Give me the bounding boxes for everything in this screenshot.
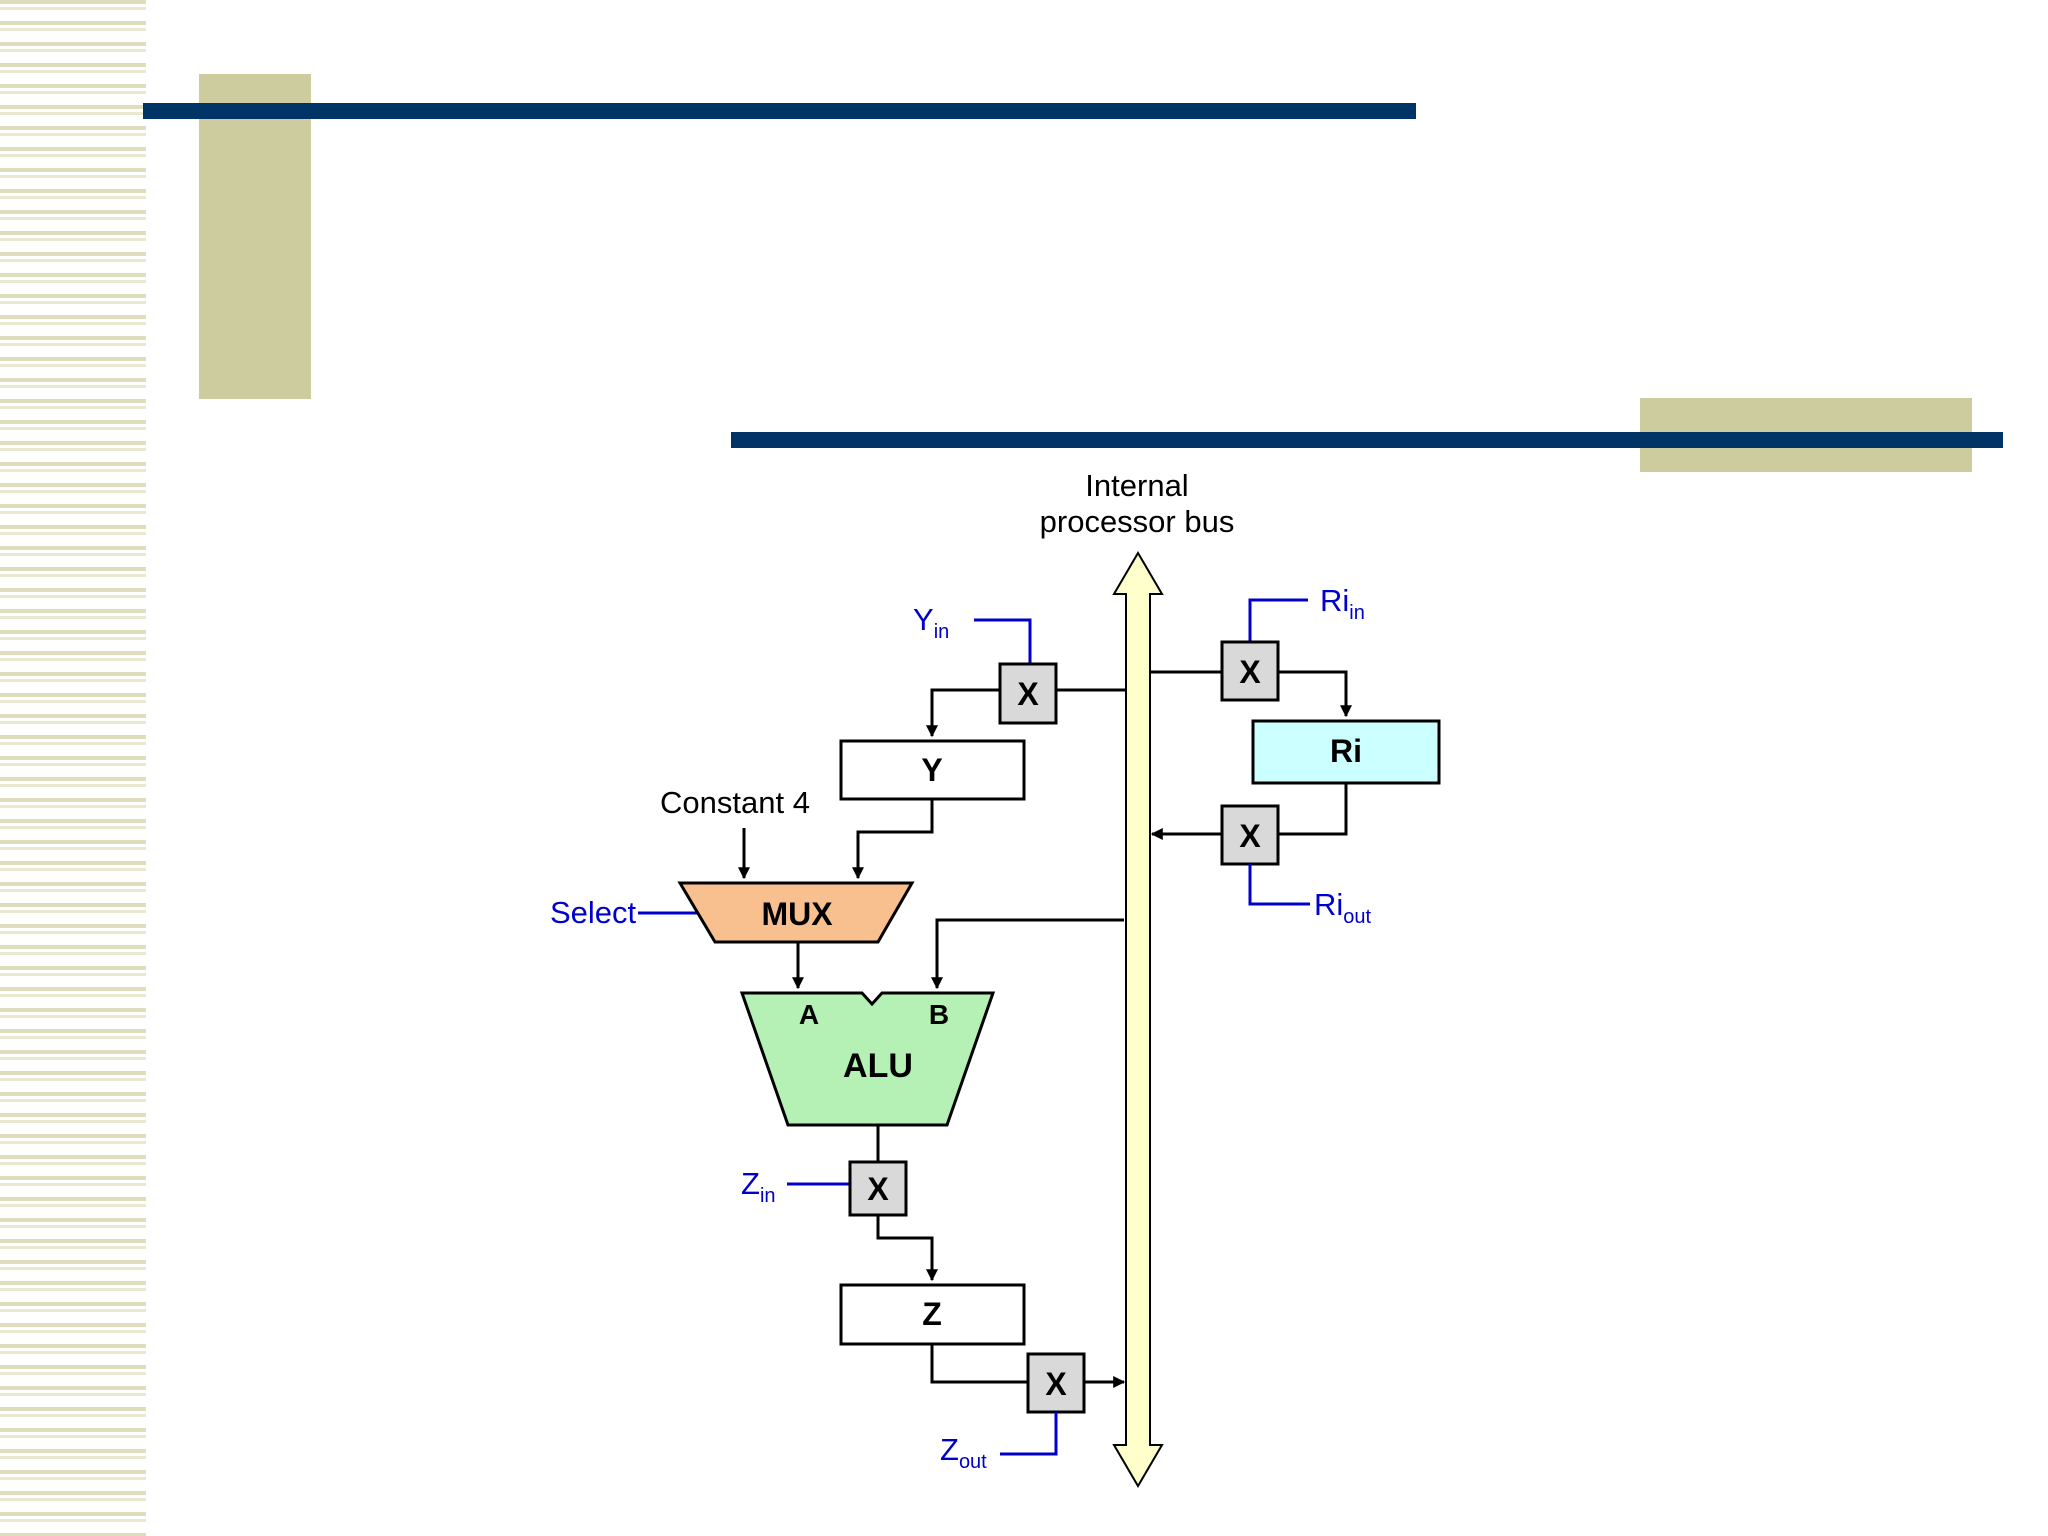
ri-out-gate-label: X: [1239, 818, 1261, 854]
alu-input-b-label: B: [929, 999, 949, 1030]
left-stripe-decoration: [0, 0, 146, 1536]
y-in-label: Yin: [913, 602, 949, 643]
alu-label: ALU: [843, 1047, 913, 1085]
register-ri-label: Ri: [1330, 733, 1362, 769]
bus-label-line2: processor bus: [1040, 504, 1235, 539]
slide-title-rule: [143, 103, 1416, 119]
bus-to-alu-b-arrow: [931, 918, 1124, 990]
ri-gate-to-ri-arrow: [1278, 670, 1352, 718]
slide-content-rule: [731, 432, 2003, 448]
alu-input-a-label: A: [799, 999, 819, 1030]
ri-out-control-line: [1248, 864, 1310, 906]
constant-4-label: Constant 4: [660, 785, 810, 820]
ri-to-ri-out-gate-line: [1278, 783, 1348, 836]
register-z-label: Z: [922, 1296, 942, 1332]
internal-processor-bus: [1112, 551, 1164, 1488]
y-gate-to-y-arrow: [926, 688, 1000, 738]
mux: [677, 881, 915, 944]
alu: [739, 991, 996, 1127]
z-out-label: Zout: [940, 1432, 987, 1473]
ri-out-label: Riout: [1314, 887, 1372, 928]
slide-accent-block-left: [199, 74, 311, 399]
ri-in-gate: [1220, 640, 1280, 702]
bus-label-line1: Internal: [1085, 468, 1188, 503]
y-in-control-line: [974, 618, 1032, 666]
mux-label: MUX: [761, 896, 833, 932]
z-gate-to-z-arrow: [876, 1215, 938, 1282]
z-in-label: Zin: [741, 1166, 776, 1207]
register-ri: [1251, 719, 1441, 785]
y-in-gate-label: X: [1017, 676, 1039, 712]
ri-in-label: Riin: [1320, 583, 1365, 624]
z-out-control-line: [1000, 1412, 1058, 1456]
z-to-z-out-gate-line: [930, 1344, 1028, 1384]
select-label: Select: [550, 895, 637, 930]
y-to-mux-arrow: [852, 799, 934, 880]
register-y-label: Y: [921, 752, 942, 788]
z-in-gate-label: X: [867, 1171, 889, 1207]
ri-in-gate-label: X: [1239, 654, 1261, 690]
ri-in-control-line: [1248, 598, 1308, 642]
z-out-gate-label: X: [1045, 1366, 1067, 1402]
y-in-gate: [998, 662, 1058, 725]
